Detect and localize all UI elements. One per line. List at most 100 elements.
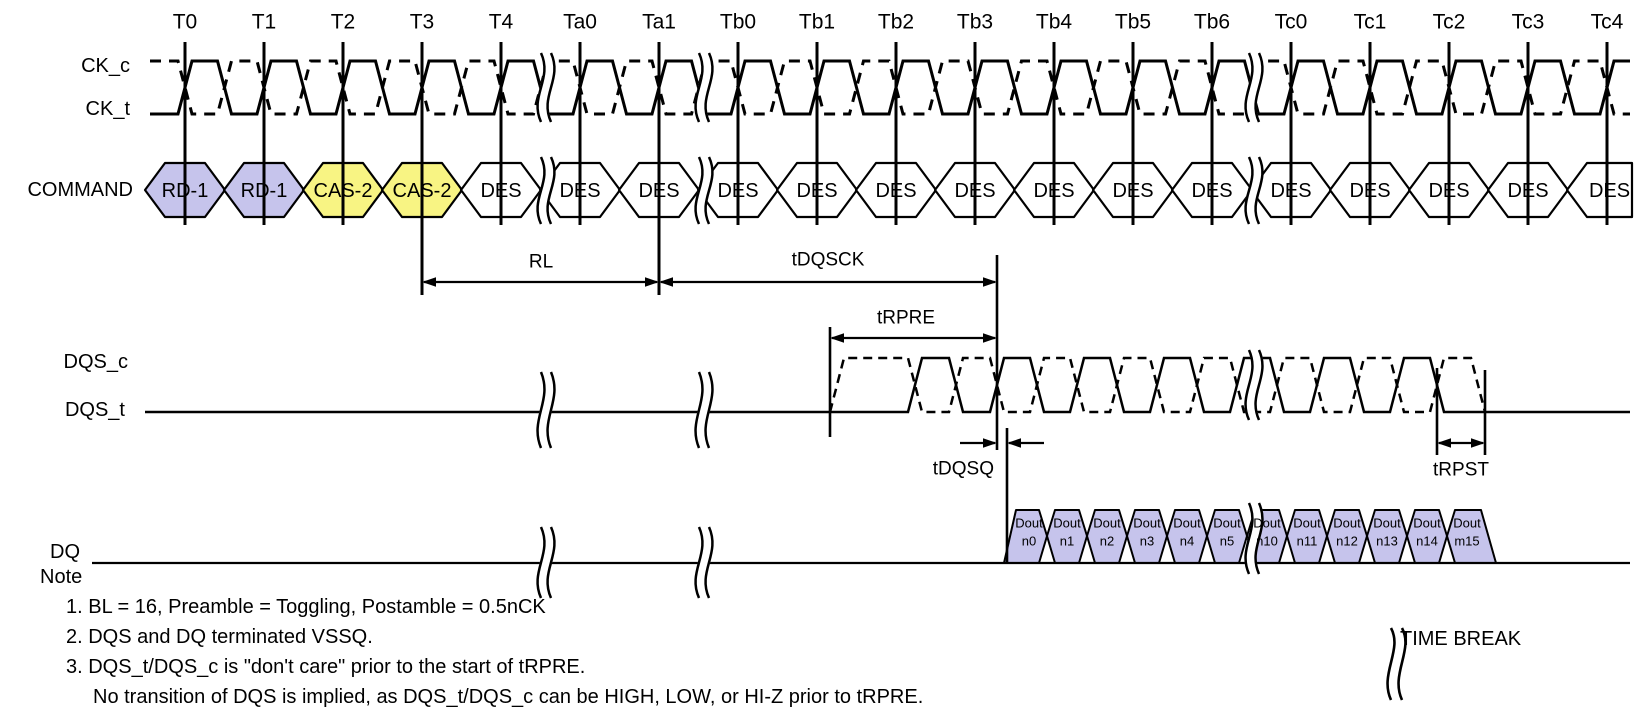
- note-line: No transition of DQS is implied, as DQS_…: [93, 686, 924, 708]
- tdqsq-label: tDQSQ: [933, 459, 994, 480]
- tick-label-Tb5: Tb5: [1115, 11, 1151, 34]
- command-label-CAS-2: CAS-2: [393, 180, 452, 202]
- time-break-icon: [704, 526, 714, 599]
- time-break-icon: [1244, 349, 1254, 421]
- time-break-icon: [1254, 156, 1264, 225]
- time-break-icon-mask: [1244, 347, 1264, 423]
- command-label-DES: DES: [1349, 180, 1390, 202]
- dq-beat-label: Dout: [1453, 516, 1481, 531]
- time-break-icon: [704, 371, 714, 449]
- time-break-icon: [1386, 627, 1407, 701]
- dq-beat-label: n11: [1297, 534, 1318, 549]
- dq-beat-label: Dout: [1173, 516, 1201, 531]
- tick-label-Tc2: Tc2: [1433, 11, 1466, 34]
- tick-label-Tb1: Tb1: [799, 11, 835, 34]
- tick-label-Tc4: Tc4: [1591, 11, 1624, 34]
- command-label-DES: DES: [1270, 180, 1311, 202]
- rl-label: RL: [529, 252, 553, 273]
- time-break-label: TIME BREAK: [1400, 628, 1522, 650]
- dq-beat-label: n13: [1376, 534, 1398, 549]
- time-break-icon-mask: [1244, 50, 1264, 125]
- ck-t-waveform: [150, 59, 1630, 116]
- arrowhead: [983, 333, 997, 343]
- tick-label-T4: T4: [489, 11, 514, 34]
- dq-beat-label: n0: [1022, 534, 1036, 549]
- arrowhead: [659, 277, 673, 287]
- arrowhead: [983, 438, 997, 448]
- time-break-icon-mask: [536, 50, 556, 125]
- notes-block: Note 1. BL = 16, Preamble = Toggling, Po…: [0, 562, 1200, 712]
- dq-beat-label: n14: [1416, 534, 1438, 549]
- command-label-DES: DES: [1033, 180, 1074, 202]
- dq-beat-label: n5: [1220, 534, 1234, 549]
- dq-beat-label: Dout: [1333, 516, 1361, 531]
- time-break-icon: [694, 371, 704, 449]
- time-break-icon: [546, 371, 556, 449]
- command-label-DES: DES: [954, 180, 995, 202]
- arrowhead: [1437, 438, 1451, 448]
- tick-label-Tb4: Tb4: [1036, 11, 1073, 34]
- dq-beat-label: Dout: [1213, 516, 1241, 531]
- time-break-icon: [1254, 349, 1264, 421]
- time-break-icon-mask: [694, 154, 714, 227]
- arrowhead: [1007, 438, 1021, 448]
- command-label-DES: DES: [717, 180, 758, 202]
- time-break-icon-mask: [536, 154, 556, 227]
- signal-label-dqs-t: DQS_t: [65, 399, 125, 421]
- command-label-DES: DES: [480, 180, 521, 202]
- tick-label-Tb0: Tb0: [720, 11, 756, 34]
- tick-label-Tb3: Tb3: [957, 11, 993, 34]
- time-break-icon: [546, 52, 556, 123]
- time-break-icon-mask: [1244, 500, 1264, 577]
- time-break-legend: TIME BREAK: [1378, 622, 1522, 701]
- dq-beat-label: n10: [1256, 534, 1278, 549]
- time-break-icon-mask: [694, 50, 714, 125]
- time-break-icon: [536, 371, 546, 449]
- command-label-DES: DES: [1428, 180, 1469, 202]
- dq-beat-label: Dout: [1133, 516, 1161, 531]
- time-break-icon: [1244, 502, 1254, 575]
- time-break-icon: [1244, 156, 1254, 225]
- time-break-icon-mask: [536, 524, 556, 601]
- dq-beat-cell-m15: [1446, 509, 1497, 564]
- signal-label-ck-c: CK_c: [81, 55, 130, 77]
- dq-beat-label: Dout: [1413, 516, 1441, 531]
- arrowhead: [983, 277, 997, 287]
- trpre-label: tRPRE: [877, 308, 935, 329]
- time-break-icon-mask: [1244, 154, 1264, 227]
- signal-label-ck-t: CK_t: [86, 98, 131, 120]
- time-break-icon: [694, 156, 704, 225]
- command-label-DES: DES: [875, 180, 916, 202]
- tick-label-Tc1: Tc1: [1354, 11, 1387, 34]
- dq-beat-label: n2: [1100, 534, 1114, 549]
- tick-label-Ta0: Ta0: [563, 11, 597, 34]
- time-break-icon: [546, 156, 556, 225]
- time-break-icon: [1244, 52, 1254, 123]
- dqs-c-waveform: [828, 356, 1487, 414]
- command-label-DES: DES: [559, 180, 600, 202]
- time-break-icon: [536, 526, 546, 599]
- time-break-icon: [1254, 52, 1264, 123]
- time-break-icon-mask: [694, 524, 714, 601]
- tick-label-T2: T2: [331, 11, 356, 34]
- dqs-t-waveform: [145, 356, 1630, 414]
- tdqsck-label: tDQSCK: [792, 250, 865, 271]
- dq-beat-label: Dout: [1253, 516, 1281, 531]
- command-label-RD-1: RD-1: [162, 180, 209, 202]
- time-break-icon: [704, 156, 714, 225]
- dq-beat-label: n12: [1336, 534, 1358, 549]
- dq-beat-label: Dout: [1373, 516, 1401, 531]
- tick-label-Tc0: Tc0: [1275, 11, 1308, 34]
- time-break-icon: [1254, 502, 1264, 575]
- command-label-DES: DES: [1191, 180, 1232, 202]
- arrowhead: [645, 277, 659, 287]
- trpst-label: tRPST: [1433, 460, 1489, 481]
- tick-label-Tb2: Tb2: [878, 11, 914, 34]
- arrowhead: [1471, 438, 1485, 448]
- command-label-RD-1: RD-1: [241, 180, 288, 202]
- time-break-icon: [536, 52, 546, 123]
- dq-beat-label: Dout: [1293, 516, 1321, 531]
- tick-label-Ta1: Ta1: [642, 11, 676, 34]
